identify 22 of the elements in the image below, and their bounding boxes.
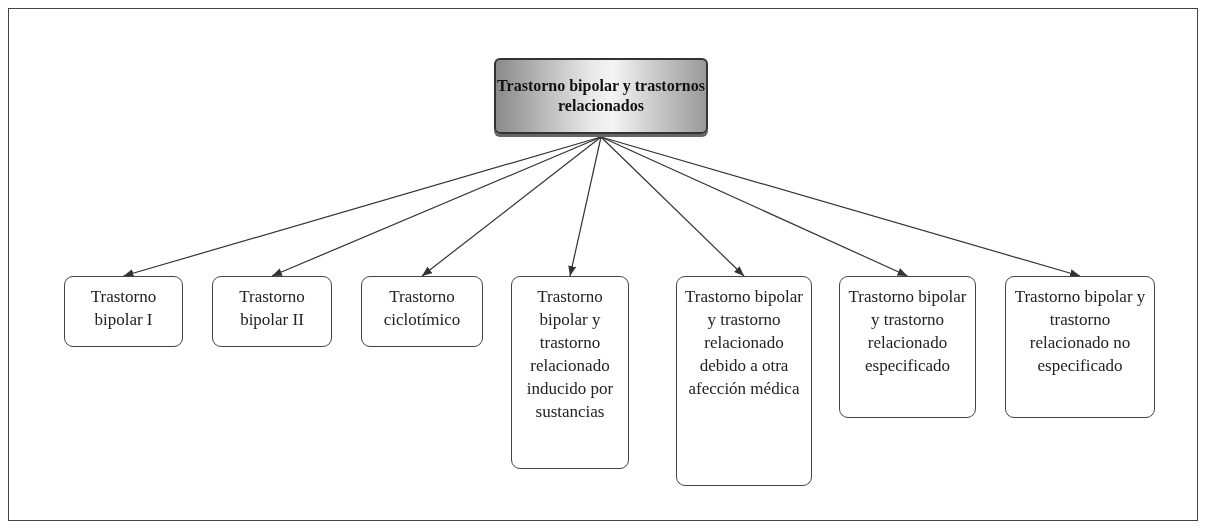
- arrow: [271, 136, 602, 277]
- category-box: [839, 276, 976, 418]
- category-box: [1005, 276, 1155, 418]
- box-label: Trastorno bipolar y trastorno relacionado no especificado: [1013, 286, 1147, 377]
- box-label: Trastorno ciclotímico: [382, 286, 462, 331]
- arrow: [600, 136, 909, 277]
- category-box: [676, 276, 812, 486]
- box-label: Trastorno bipolar I: [89, 286, 158, 331]
- box-label: Trastorno bipolar y trastorno relacionado debido a otra afección médica: [684, 286, 804, 400]
- category-box: [511, 276, 629, 469]
- category-box: [212, 276, 332, 347]
- arrow: [568, 136, 602, 277]
- root-category-box: [494, 58, 708, 134]
- box-label: Trastorno bipolar y trastorno relacionado inducido por sustancias: [525, 286, 615, 423]
- arrow: [600, 136, 1081, 278]
- category-box: [64, 276, 183, 347]
- box-label: Trastorno bipolar y trastornos relacionados: [496, 76, 706, 116]
- arrow: [600, 136, 745, 277]
- box-label: Trastorno bipolar II: [238, 286, 306, 331]
- category-box: [361, 276, 483, 347]
- arrow: [421, 136, 602, 277]
- box-label: Trastorno bipolar y trastorno relacionado especificado: [847, 286, 968, 377]
